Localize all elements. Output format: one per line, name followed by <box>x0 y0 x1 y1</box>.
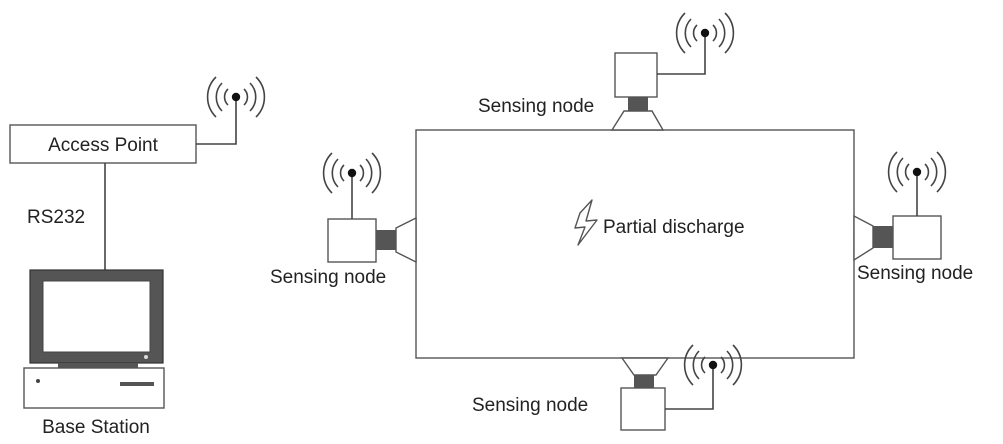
access-point-antenna-stem <box>196 97 237 145</box>
access-point-label: Access Point <box>48 135 159 156</box>
access-point-box <box>9 124 197 164</box>
rs232-label: RS232 <box>27 207 85 228</box>
sensing-node-label: Sensing node <box>857 263 973 284</box>
sensing-node-top: Sensing node <box>478 12 735 131</box>
acoustic-sensor-icon <box>376 230 396 250</box>
sensing-node-label: Sensing node <box>472 395 588 416</box>
sensing-node-box <box>620 387 666 431</box>
partial-discharge-label: Partial discharge <box>603 217 745 238</box>
sensing-node-label: Sensing node <box>270 267 386 288</box>
access-point-group: Access Point <box>9 76 266 164</box>
acoustic-sensor-icon <box>634 375 654 388</box>
sensing-node-label: Sensing node <box>478 96 594 117</box>
sensing-node-left: Sensing node <box>270 152 417 288</box>
sensing-node-right: Sensing node <box>853 151 973 284</box>
sensing-node-bottom: Sensing node <box>472 344 743 431</box>
sensing-node-box <box>892 215 942 260</box>
acoustic-sensor-icon <box>628 97 648 111</box>
equipment-enclosure <box>415 129 855 359</box>
sensing-node-box <box>327 218 377 263</box>
sensing-node-box <box>614 52 658 98</box>
base-station-label: Base Station <box>42 417 150 438</box>
computer-icon <box>23 367 165 409</box>
monitor-icon <box>29 269 164 368</box>
lightning-icon <box>574 199 598 246</box>
acoustic-sensor-icon <box>873 226 893 248</box>
